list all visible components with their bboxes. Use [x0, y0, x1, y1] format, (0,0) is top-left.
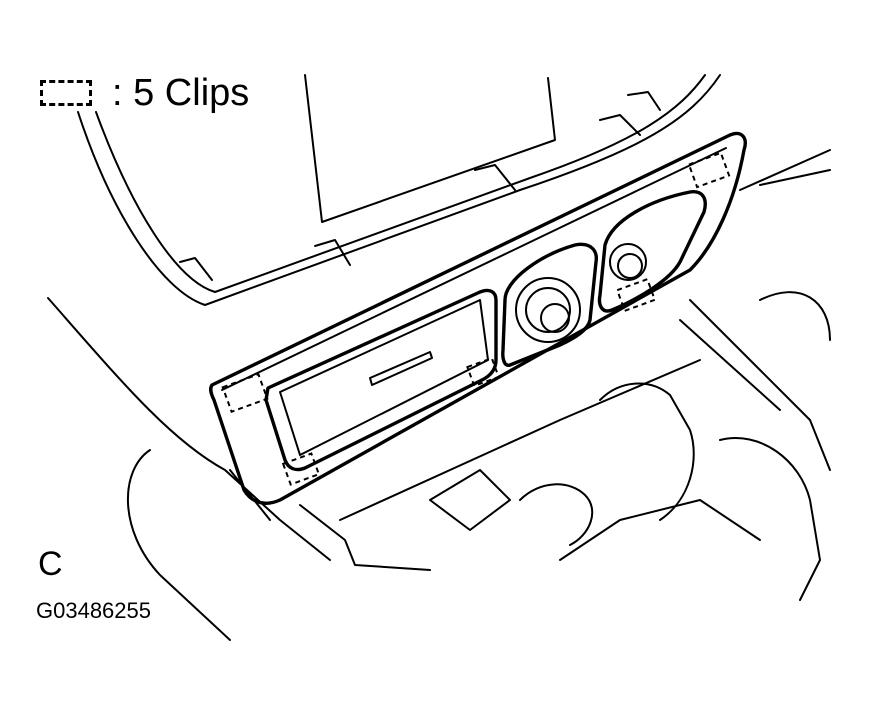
view-letter: C [38, 545, 63, 583]
clip-marker-5 [615, 277, 657, 313]
dashed-clip-box-icon [40, 80, 92, 106]
clip-marker-1 [221, 373, 269, 413]
clip-markers [221, 151, 731, 486]
clip-marker-3 [281, 452, 321, 486]
clip-legend: : 5 Clips [40, 70, 249, 116]
legend-label: : 5 Clips [112, 71, 250, 114]
clip-marker-2 [466, 356, 500, 388]
upper-dash-trim [77, 74, 831, 306]
lighter-housing [501, 242, 598, 368]
figure-id: G03486255 [36, 598, 151, 623]
lower-console [299, 291, 831, 601]
console-bezel [209, 131, 747, 505]
power-outlet-housing [597, 190, 707, 313]
clip-marker-4 [687, 151, 731, 189]
